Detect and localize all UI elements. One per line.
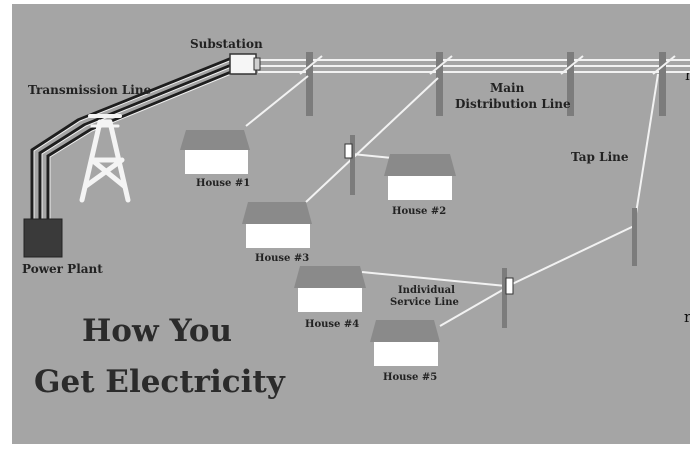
service-lines xyxy=(245,73,659,327)
service-pole-a xyxy=(350,135,355,195)
service-pole-a-insulator xyxy=(344,143,353,159)
house-3-label: House #3 xyxy=(255,253,309,264)
house-5 xyxy=(370,320,440,366)
house-4 xyxy=(294,266,366,312)
edge-fragment-bottom: r xyxy=(684,308,690,326)
main-poles xyxy=(306,52,666,116)
service-pole-b xyxy=(502,268,507,328)
transmission-tower xyxy=(79,114,131,203)
diagram-background xyxy=(12,4,690,444)
edge-fragment-top: n xyxy=(685,66,690,84)
title-line-2: Get Electricity xyxy=(34,364,286,400)
individual-service-label-1: Individual xyxy=(398,285,455,296)
house-1-label: House #1 xyxy=(196,178,250,189)
house-2-label: House #2 xyxy=(392,206,446,217)
main-distribution-wires xyxy=(258,59,690,73)
individual-service-label-2: Service Line xyxy=(390,297,459,308)
power-plant-label: Power Plant xyxy=(22,262,103,276)
house-1 xyxy=(180,130,250,174)
transmission-lines xyxy=(30,56,238,223)
transmission-line-label: Transmission Line xyxy=(28,83,152,97)
house-3 xyxy=(242,202,312,248)
pole-2 xyxy=(436,52,443,116)
house-4-label: House #4 xyxy=(305,319,359,330)
main-distribution-label-1: Main xyxy=(490,81,525,95)
house-5-label: House #5 xyxy=(383,372,437,383)
tap-line-label: Tap Line xyxy=(571,150,629,164)
tap-pole xyxy=(632,208,637,266)
title-line-1: How You xyxy=(82,313,232,349)
substation-label: Substation xyxy=(190,37,263,51)
pole-3 xyxy=(567,52,574,116)
power-plant xyxy=(23,218,63,258)
pole-4 xyxy=(659,52,666,116)
pole-1 xyxy=(306,52,313,116)
service-pole-b-insulator xyxy=(505,277,514,295)
service-poles xyxy=(344,135,637,328)
pole-insulators xyxy=(299,55,676,75)
house-2 xyxy=(384,154,456,200)
main-distribution-label-2: Distribution Line xyxy=(455,97,571,111)
substation xyxy=(229,53,261,75)
